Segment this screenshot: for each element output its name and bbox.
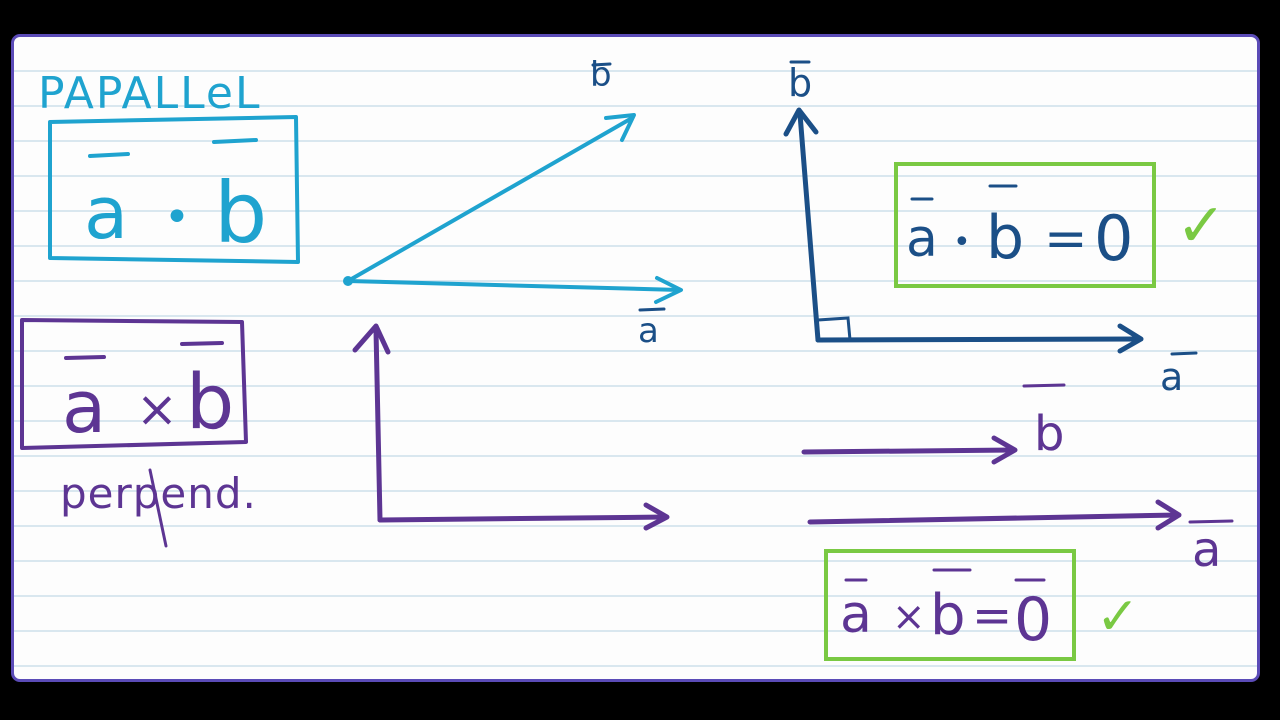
cross-result-box: a × b = 0 <box>824 549 1076 661</box>
bar-over-a <box>88 152 130 158</box>
dot-box-b: b <box>214 164 267 262</box>
cross-result-rhs: 0 <box>1014 585 1052 655</box>
cross-result-a: a <box>840 585 872 645</box>
perp-a-label: a <box>1160 355 1183 399</box>
angled-vectors-diagram: b a <box>343 55 683 351</box>
cross-product-box: a × b <box>20 318 248 450</box>
perp-vector-b-arrowhead <box>783 107 819 137</box>
bar-over-a <box>1170 351 1198 356</box>
dot-result-operator: • <box>953 225 971 260</box>
dot-box-a: a <box>84 171 128 255</box>
vector-a-arrowhead <box>654 276 683 304</box>
parallel-vectors-diagram: b a <box>801 383 1234 578</box>
horizontal-axis-arrowhead <box>643 502 670 531</box>
vertical-axis-arrowhead <box>352 323 391 355</box>
bar-over-b <box>591 62 612 67</box>
dot-result-equals: = <box>1044 209 1088 269</box>
angled-a-label: a <box>638 311 659 351</box>
dot-result-checkmark: ✓ <box>1176 191 1226 261</box>
perpendicular-vectors-diagram: b a <box>783 60 1198 399</box>
perp-b-label: b <box>788 61 812 105</box>
dot-product-box: a • b <box>48 115 300 264</box>
cross-box-frame <box>20 318 248 450</box>
bar-over-a <box>64 355 106 360</box>
cross-result-operator: × <box>892 594 926 640</box>
vertical-axis-line <box>373 327 383 523</box>
cross-result-checkmark: ✓ <box>1096 587 1140 647</box>
dot-result-box: a • b = 0 <box>894 162 1156 288</box>
dot-box-frame <box>48 115 300 264</box>
perp-vector-a-arrowhead <box>1117 323 1144 354</box>
bar-over-b <box>212 138 258 144</box>
dot-result-b: b <box>986 203 1024 273</box>
parallel-vector-a-line <box>807 512 1181 525</box>
vector-b-line <box>346 116 634 283</box>
parallel-title: PAPALLeL <box>38 68 261 119</box>
perpend-descender <box>148 468 168 548</box>
cross-box-a: a <box>62 365 106 449</box>
vector-a-line <box>346 279 682 292</box>
cross-box-b: b <box>186 357 234 446</box>
perp-vector-b-line <box>797 111 821 343</box>
bar-over-b <box>1022 383 1066 388</box>
vector-b-arrowhead <box>604 113 636 142</box>
bar-over-a <box>1188 519 1234 524</box>
purple-axes-diagram <box>148 323 670 548</box>
top-letterbox-bar <box>0 0 1280 32</box>
dot-result-rhs: 0 <box>1094 202 1133 275</box>
bar-over-b <box>180 341 224 346</box>
horizontal-axis-line <box>377 514 669 523</box>
perp-vector-a-line <box>815 336 1143 343</box>
parallel-vector-a-arrowhead <box>1155 499 1182 531</box>
bar-over-a <box>638 307 666 312</box>
dot-result-a: a <box>906 209 938 269</box>
bottom-letterbox-bar <box>0 692 1280 720</box>
parallel-vector-b-arrowhead <box>991 435 1018 465</box>
cross-result-b: b <box>930 583 966 648</box>
right-angle-mark <box>817 316 852 341</box>
parallel-vector-b-line <box>801 447 1017 455</box>
cross-result-equals: = <box>972 588 1012 644</box>
dot-result-frame <box>894 162 1156 288</box>
dot-box-operator: • <box>164 192 190 243</box>
parallel-a-label: a <box>1192 522 1221 578</box>
angled-b-label: b <box>590 55 612 95</box>
cross-box-operator: × <box>136 380 178 438</box>
parallel-b-label: b <box>1034 406 1064 462</box>
cross-result-frame <box>824 549 1076 661</box>
